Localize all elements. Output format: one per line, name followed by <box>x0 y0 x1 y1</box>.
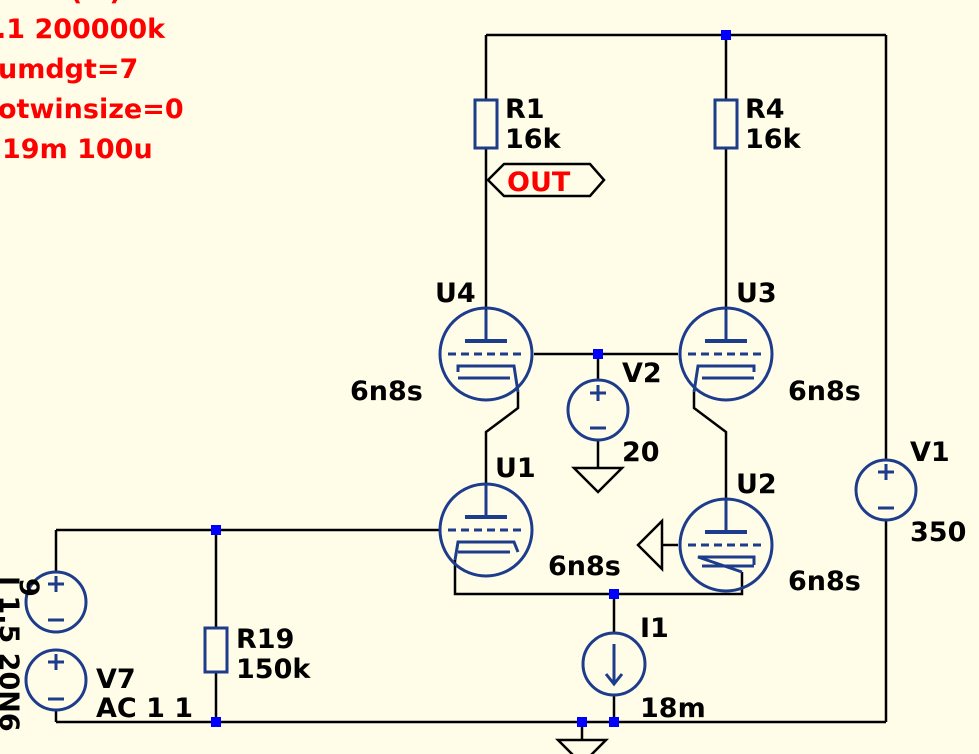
wires <box>54 33 888 740</box>
v9-name: 9 <box>13 578 44 597</box>
triode-u3[interactable] <box>678 306 774 402</box>
voltage-source-v7[interactable] <box>24 648 88 712</box>
i1-value: 18m <box>640 693 706 724</box>
out-net-label: OUT <box>507 167 571 198</box>
u3-model: 6n8s <box>788 376 861 407</box>
resistor-r19[interactable] <box>203 626 229 674</box>
triode-u4[interactable] <box>438 306 534 402</box>
resistor-r4[interactable] <box>713 98 739 150</box>
i1-name: I1 <box>640 613 669 644</box>
r19-name: R19 <box>236 624 294 655</box>
r4-name: R4 <box>745 94 785 125</box>
u2-model: 6n8s <box>788 566 861 597</box>
triode-u1[interactable] <box>438 482 534 578</box>
out-net-flag[interactable]: OUT <box>486 162 606 198</box>
u4-model: 6n8s <box>350 376 423 407</box>
directive-line-5: 19m 100u <box>2 134 153 165</box>
v1-value: 350 <box>910 517 966 548</box>
ground-u2-grid <box>636 517 664 573</box>
directive-line-1: (…) <box>70 0 122 7</box>
u3-name: U3 <box>736 278 777 309</box>
directive-line-2: .1 200000k <box>0 14 166 45</box>
v7-value: AC 1 1 <box>96 693 193 724</box>
voltage-source-v2[interactable] <box>566 378 630 442</box>
current-source-i1[interactable] <box>581 631 647 697</box>
spice-directives[interactable]: (…) .1 200000k umdgt=7 otwinsize=0 19m 1… <box>0 0 184 165</box>
directive-line-3: umdgt=7 <box>0 54 138 85</box>
v9-value: I 1.5 20N6 <box>0 576 24 732</box>
ground-bottom <box>554 738 610 754</box>
junctions <box>211 30 731 727</box>
v1-name: V1 <box>910 437 950 468</box>
r19-value: 150k <box>236 654 311 685</box>
ground-v2 <box>570 466 626 494</box>
v2-name: V2 <box>622 358 662 389</box>
u2-name: U2 <box>736 469 777 500</box>
r1-name: R1 <box>505 94 545 125</box>
u1-name: U1 <box>495 453 536 484</box>
u4-name: U4 <box>435 278 476 309</box>
resistor-r1[interactable] <box>473 98 499 150</box>
directive-line-4: otwinsize=0 <box>0 94 184 125</box>
triode-u2[interactable] <box>678 497 774 593</box>
u1-model: 6n8s <box>548 551 621 582</box>
v7-name: V7 <box>96 664 136 695</box>
r1-value: 16k <box>505 124 562 155</box>
voltage-source-v1[interactable] <box>854 458 918 522</box>
voltage-source-v9[interactable] <box>24 570 88 634</box>
r4-value: 16k <box>745 124 802 155</box>
v2-value: 20 <box>622 437 660 468</box>
